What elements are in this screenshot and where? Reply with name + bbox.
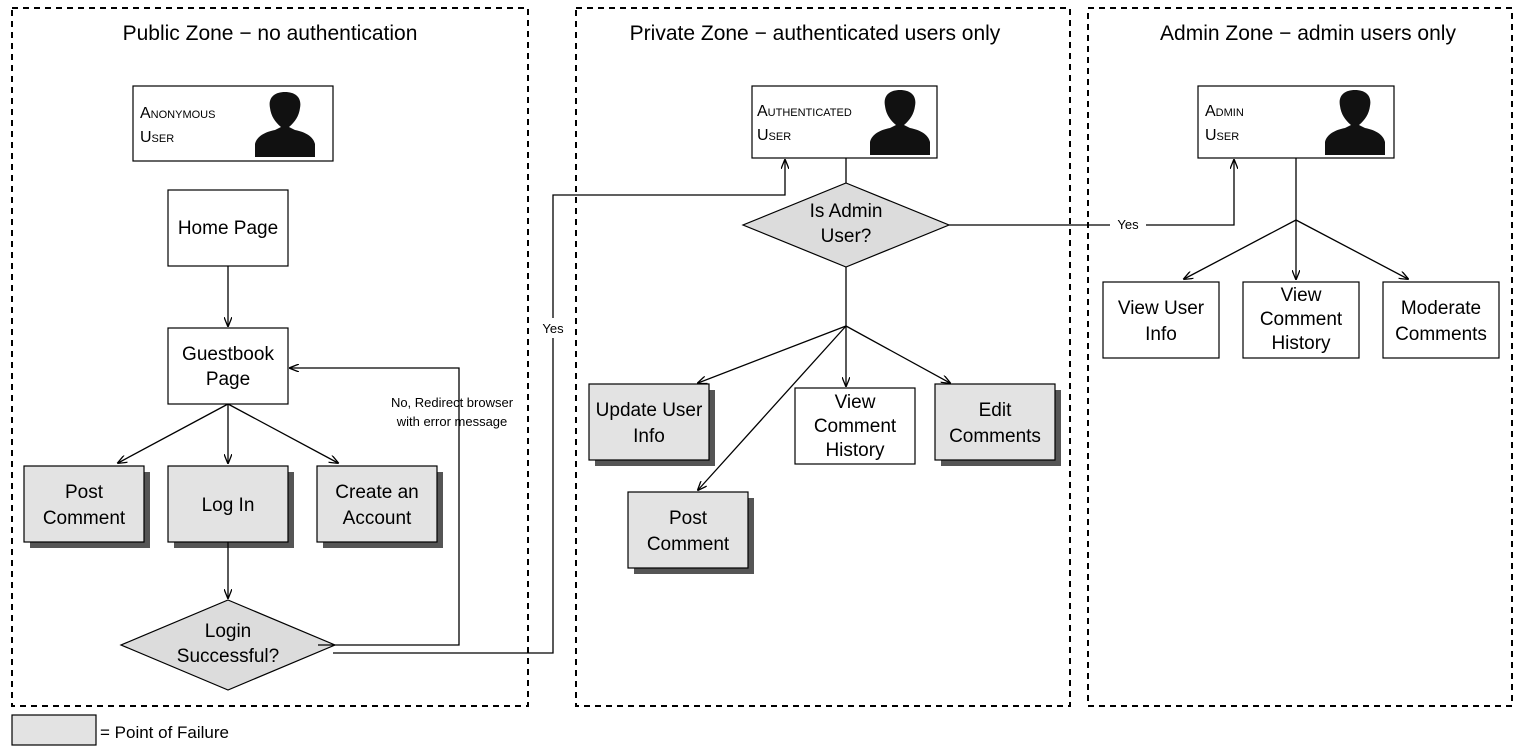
log-in-label: Log In xyxy=(202,495,255,516)
private-post-comment-label-2: Comment xyxy=(647,534,730,555)
public-zone xyxy=(11,7,529,707)
admin-zone xyxy=(1087,7,1513,707)
anonymous-user-label-2: User xyxy=(140,129,174,146)
moderate-comments-label-2: Comments xyxy=(1395,324,1487,345)
private-zone xyxy=(575,7,1071,707)
yes-admin-label: Yes xyxy=(1117,217,1139,232)
private-view-history-node xyxy=(794,387,916,465)
update-user-info-node xyxy=(588,383,710,461)
moderate-comments-node xyxy=(1382,281,1500,359)
private-post-comment-label-1: Post xyxy=(669,508,708,529)
admin-view-history-label-1: View xyxy=(1281,285,1322,306)
home-page-label: Home Page xyxy=(178,218,278,239)
legend-label: = Point of Failure xyxy=(100,723,229,742)
admin-user-label-1: Admin xyxy=(1205,103,1244,120)
admin-view-history-node xyxy=(1242,281,1360,359)
admin-user-label-2: User xyxy=(1205,127,1239,144)
legend-swatch xyxy=(11,714,97,746)
private-view-history-label-1: View xyxy=(835,392,876,413)
authenticated-user-label-2: User xyxy=(757,127,791,144)
admin-view-user-info-label-1: View User xyxy=(1118,298,1205,319)
public-post-comment-label-1: Post xyxy=(65,482,104,503)
create-account-label-1: Create an xyxy=(335,482,418,503)
create-account-node xyxy=(316,465,438,543)
no-redirect-label-2: with error message xyxy=(396,414,508,429)
private-zone-title: Private Zone − authenticated users only xyxy=(630,22,1001,45)
yes-login-label: Yes xyxy=(542,321,564,336)
legend: = Point of Failure xyxy=(11,714,229,746)
private-view-history-label-2: Comment xyxy=(814,416,897,437)
public-post-comment-label-2: Comment xyxy=(43,508,126,529)
update-user-info-label-1: Update User xyxy=(596,400,703,421)
moderate-comments-label-1: Moderate xyxy=(1401,298,1481,319)
no-redirect-label-1: No, Redirect browser xyxy=(391,395,514,410)
home-page-node xyxy=(167,189,289,267)
login-successful-label-2: Successful? xyxy=(177,646,279,667)
edit-comments-label-2: Comments xyxy=(949,426,1041,447)
public-post-comment-node xyxy=(23,465,145,543)
private-post-comment-node xyxy=(627,491,749,569)
login-successful-decision xyxy=(119,599,337,691)
anonymous-user-card: Anonymous User xyxy=(132,85,334,162)
edit-comments-label-1: Edit xyxy=(979,400,1012,421)
is-admin-label-1: Is Admin xyxy=(810,201,883,222)
login-successful-label-1: Login xyxy=(205,621,252,642)
public-zone-title: Public Zone − no authentication xyxy=(123,22,418,45)
admin-view-user-info-label-2: Info xyxy=(1145,324,1177,345)
admin-view-history-label-3: History xyxy=(1271,333,1331,354)
authenticated-user-label-1: Authenticated xyxy=(757,103,852,120)
guestbook-label-2: Page xyxy=(206,369,250,390)
edit-comments-node xyxy=(934,383,1056,461)
private-view-history-label-3: History xyxy=(825,440,885,461)
admin-user-card: Admin User xyxy=(1197,85,1395,159)
guestbook-label-1: Guestbook xyxy=(182,344,274,365)
anonymous-user-label-1: Anonymous xyxy=(140,105,215,122)
update-user-info-label-2: Info xyxy=(633,426,665,447)
admin-zone-title: Admin Zone − admin users only xyxy=(1160,22,1456,45)
admin-view-history-label-2: Comment xyxy=(1260,309,1343,330)
create-account-label-2: Account xyxy=(343,508,412,529)
guestbook-page-node xyxy=(167,327,289,405)
admin-view-user-info-node xyxy=(1102,281,1220,359)
authenticated-user-card: Authenticated User xyxy=(751,85,938,159)
is-admin-label-2: User? xyxy=(821,226,872,247)
